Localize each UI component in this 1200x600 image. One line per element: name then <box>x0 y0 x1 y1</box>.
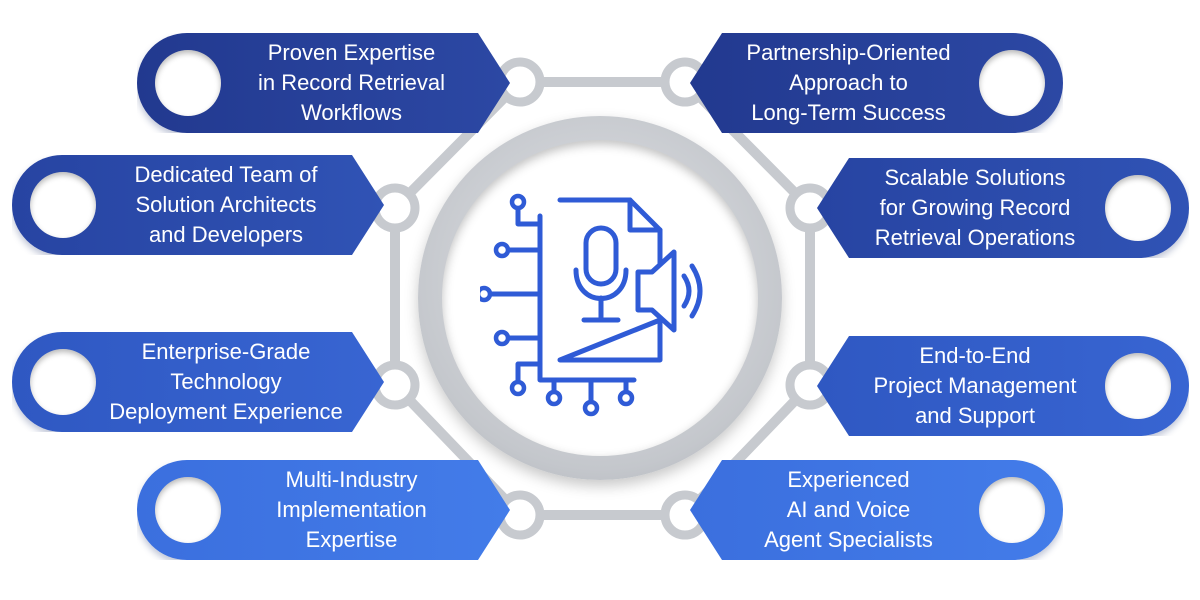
item-label-line: in Record Retrieval <box>257 70 446 95</box>
item-label-line: for Growing Record <box>879 195 1071 220</box>
item-end-to-end: End-to-End Project Management and Suppor… <box>817 336 1189 436</box>
item-badge-circle <box>1105 175 1171 241</box>
item-label-line: AI and Voice <box>786 497 911 522</box>
item-partnership-oriented: Partnership-Oriented Approach to Long-Te… <box>690 33 1063 133</box>
item-label-line: Partnership-Oriented <box>746 40 951 65</box>
item-dedicated-team: Dedicated Team of Solution Architects an… <box>12 155 384 255</box>
item-label-line: Experienced <box>787 467 910 492</box>
circuit-line <box>515 361 543 385</box>
item-label-line: Workflows <box>300 100 403 125</box>
item-label: Multi-Industry Implementation Expertise <box>229 460 474 560</box>
item-enterprise-grade: Enterprise-Grade Technology Deployment E… <box>12 332 384 432</box>
item-label-line: and Developers <box>148 222 304 247</box>
item-label-line: Long-Term Success <box>751 100 946 125</box>
item-label-line: Proven Expertise <box>267 40 436 65</box>
item-label-line: Project Management <box>873 373 1077 398</box>
item-label-line: Implementation <box>276 497 427 522</box>
microphone-head <box>583 225 619 287</box>
back-page-outline <box>537 213 637 383</box>
item-label: Dedicated Team of Solution Architects an… <box>104 155 348 255</box>
microphone-document-speaker-circuit-icon <box>480 193 703 417</box>
item-label-line: Expertise <box>305 527 398 552</box>
item-label-line: Agent Specialists <box>764 527 933 552</box>
item-label-line: and Support <box>915 403 1035 428</box>
item-badge-circle <box>30 349 96 415</box>
sound-wave-small <box>681 273 692 309</box>
sound-wave-large <box>689 263 703 319</box>
item-label: Enterprise-Grade Technology Deployment E… <box>104 332 348 432</box>
item-label-line: End-to-End <box>919 343 1031 368</box>
speaker-body <box>635 249 677 333</box>
circuit-node <box>493 241 511 259</box>
item-badge-circle <box>979 50 1045 116</box>
item-experienced-ai: Experienced AI and Voice Agent Specialis… <box>690 460 1063 560</box>
item-label: Proven Expertise in Record Retrieval Wor… <box>229 33 474 133</box>
item-label-line: Dedicated Team of <box>134 162 318 187</box>
item-multi-industry: Multi-Industry Implementation Expertise <box>137 460 510 560</box>
item-label: Experienced AI and Voice Agent Specialis… <box>726 460 971 560</box>
item-badge-circle <box>1105 353 1171 419</box>
item-label: Scalable Solutions for Growing Record Re… <box>853 158 1097 258</box>
item-badge-circle <box>155 50 221 116</box>
circuit-node <box>582 399 600 417</box>
document-fold <box>627 197 663 233</box>
item-badge-circle <box>30 172 96 238</box>
item-label-line: Solution Architects <box>135 192 317 217</box>
circuit-node <box>480 285 493 303</box>
item-label-line: Technology <box>170 369 282 394</box>
item-label-line: Multi-Industry <box>285 467 418 492</box>
circuit-node <box>493 329 511 347</box>
circuit-node <box>545 389 563 407</box>
item-label: End-to-End Project Management and Suppor… <box>853 336 1097 436</box>
item-label: Partnership-Oriented Approach to Long-Te… <box>726 33 971 133</box>
item-badge-circle <box>979 477 1045 543</box>
document-outline <box>557 197 663 363</box>
circuit-node <box>509 193 527 211</box>
item-proven-expertise: Proven Expertise in Record Retrieval Wor… <box>137 33 510 133</box>
circuit-node <box>617 389 635 407</box>
item-label-line: Scalable Solutions <box>884 165 1066 190</box>
item-label-line: Retrieval Operations <box>874 225 1076 250</box>
item-label-line: Deployment Experience <box>109 399 343 424</box>
item-scalable-solutions: Scalable Solutions for Growing Record Re… <box>817 158 1189 258</box>
item-label-line: Enterprise-Grade <box>141 339 311 364</box>
item-label-line: Approach to <box>789 70 908 95</box>
item-badge-circle <box>155 477 221 543</box>
circuit-node <box>509 379 527 397</box>
